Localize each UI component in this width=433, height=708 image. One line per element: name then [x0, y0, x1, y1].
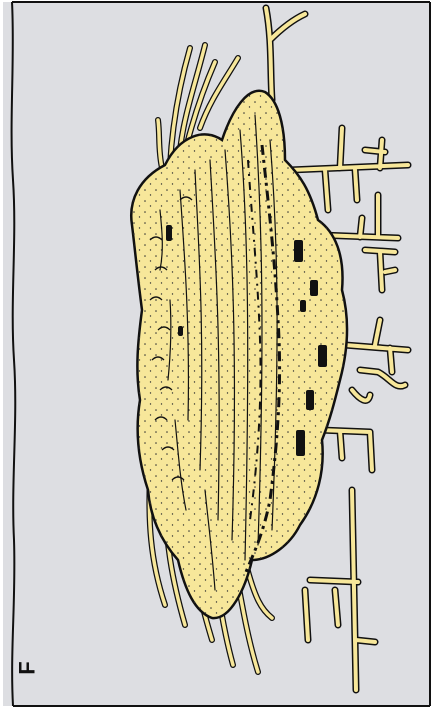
- panel-label-text: F: [17, 661, 39, 674]
- panel-label: F: [18, 653, 38, 683]
